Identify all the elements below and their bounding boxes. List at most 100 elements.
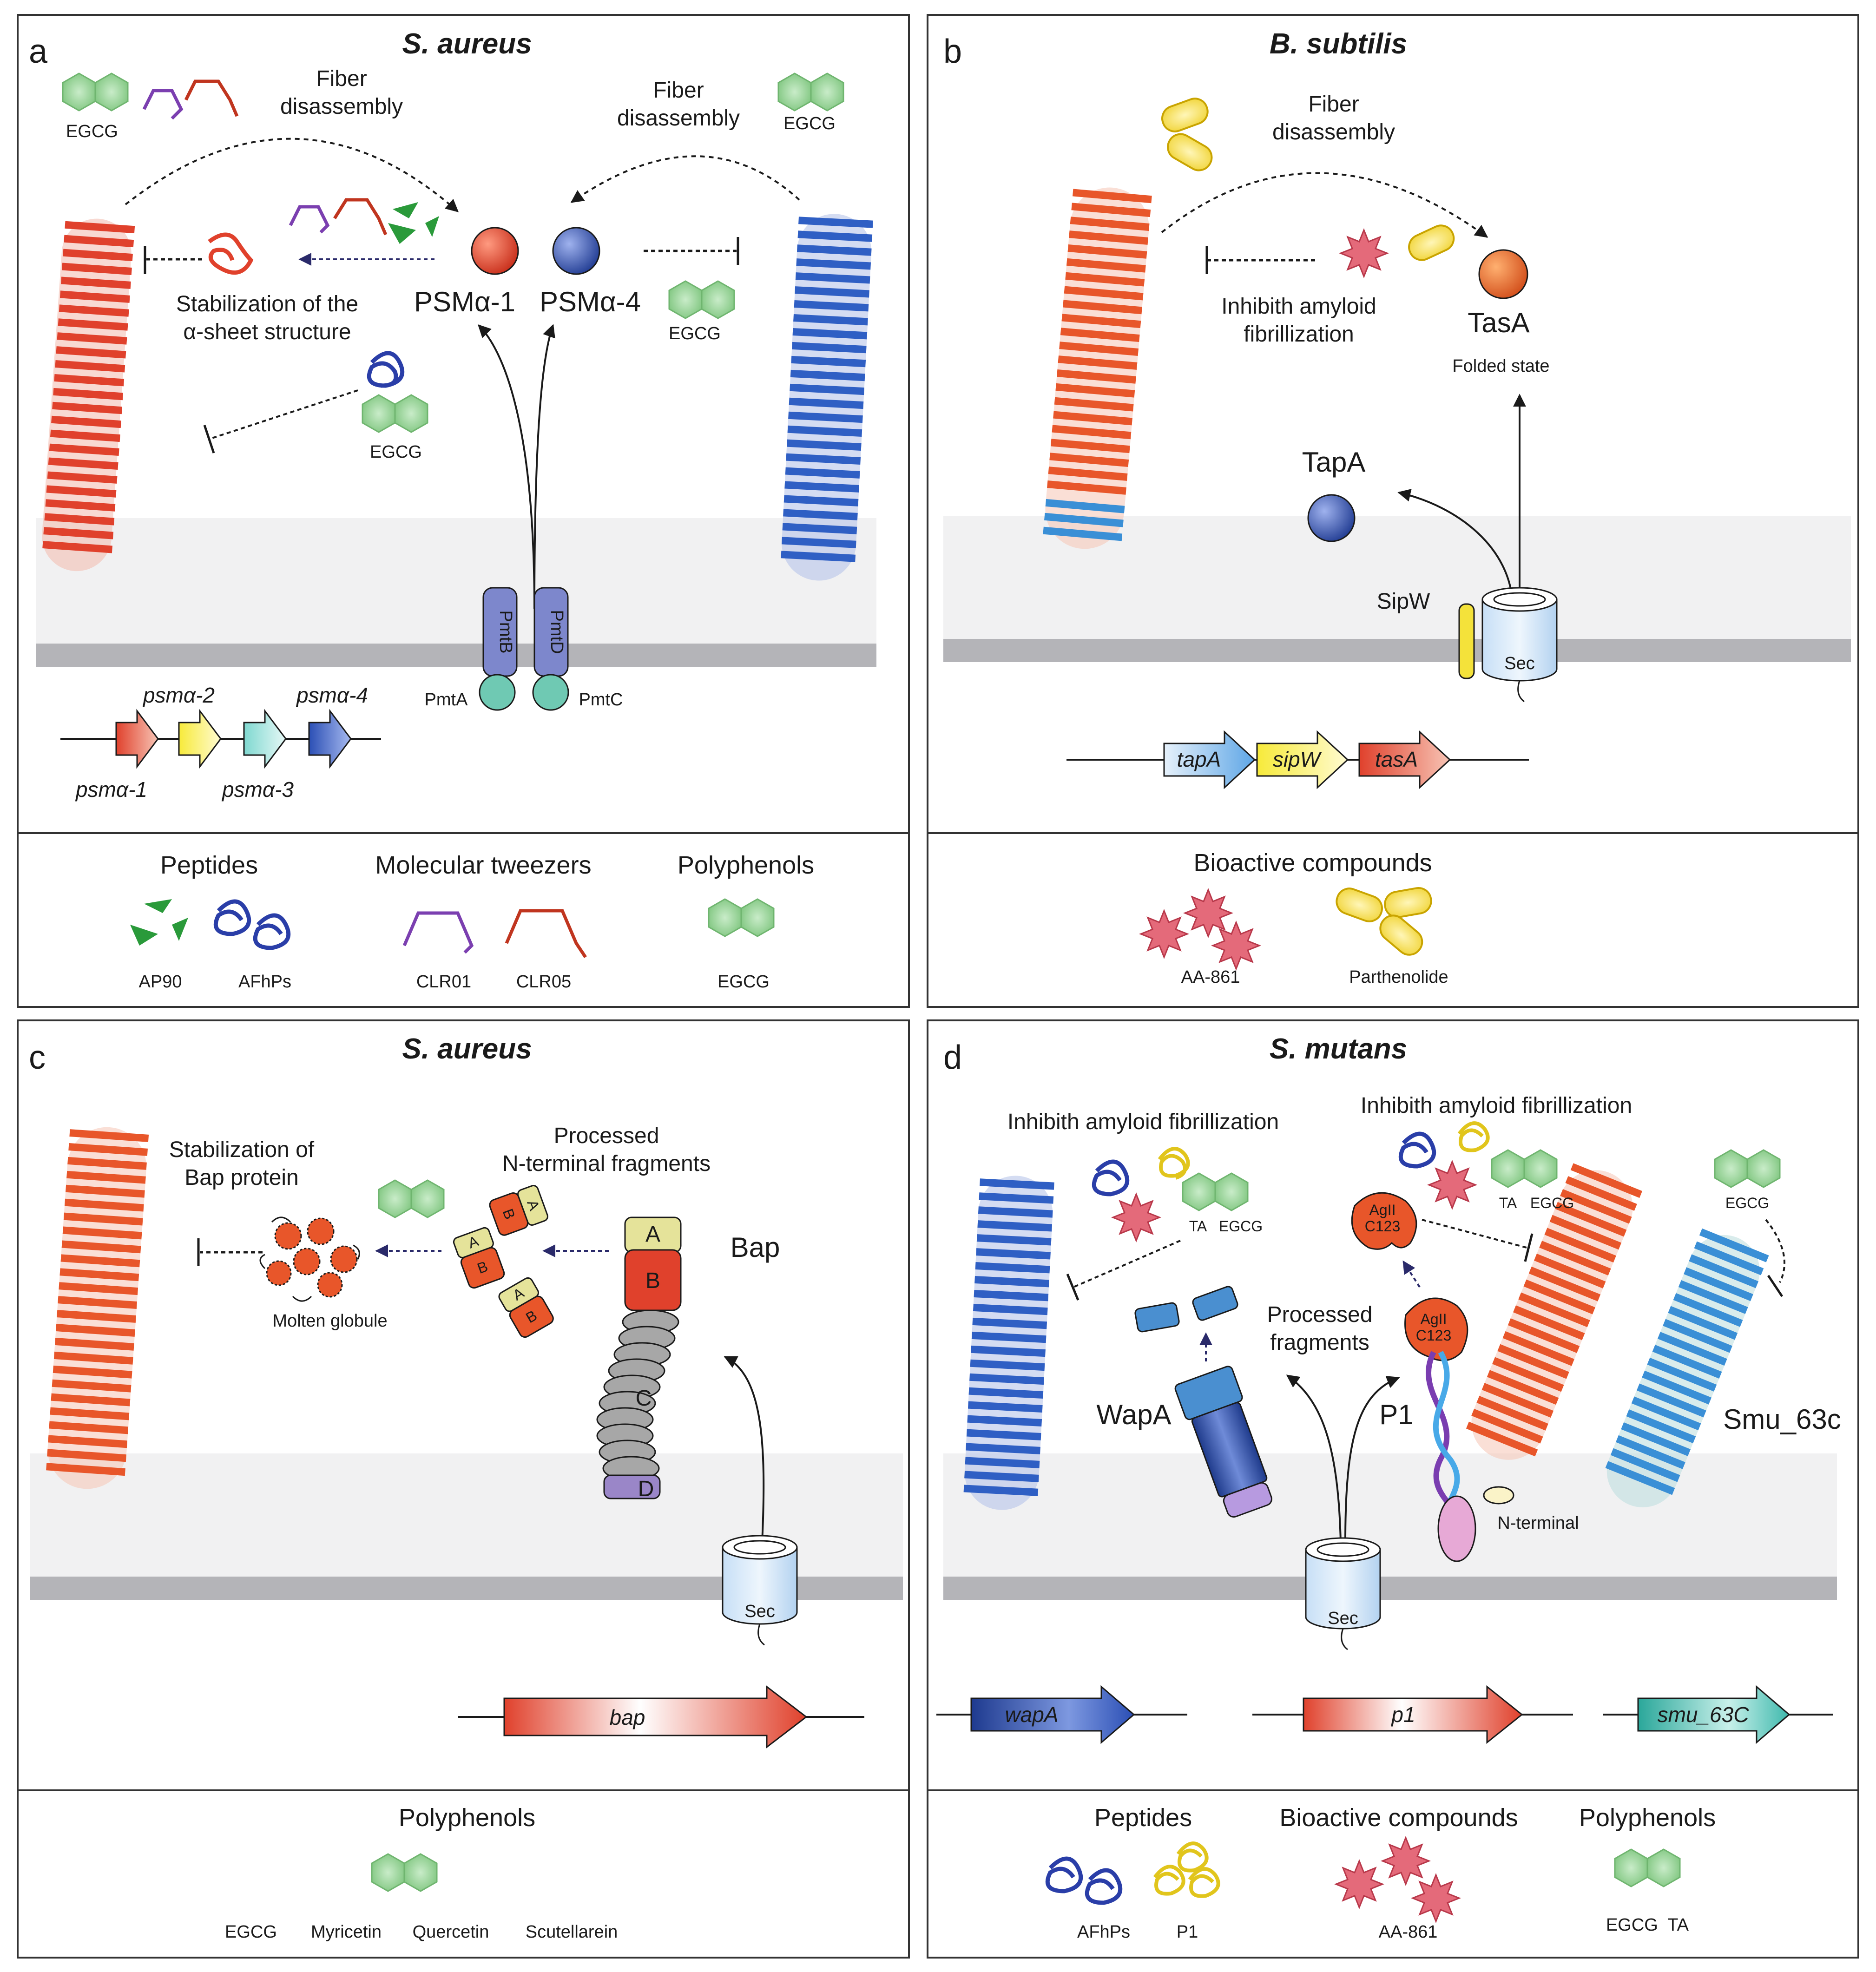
ap90-peptide-icon bbox=[388, 223, 416, 244]
legend-peptides-d: Peptides bbox=[1094, 1804, 1192, 1832]
aa861-icon bbox=[1111, 1192, 1162, 1243]
d-processed-1: Processed bbox=[1267, 1302, 1373, 1327]
b-secretion-arrow-tapA bbox=[1397, 489, 1514, 605]
p1-peptide-icon bbox=[1188, 1867, 1220, 1898]
egcg-icon bbox=[1182, 1172, 1249, 1211]
panel-b-title: B. subtilis bbox=[1270, 28, 1407, 60]
fiber-disassembly-right-1: Fiber bbox=[653, 78, 704, 103]
bap-amyloid-fiber bbox=[46, 1127, 149, 1489]
panel-b: b B. subtilis Fiber disassembly bbox=[943, 28, 1558, 987]
clr05-tweezer-icon bbox=[184, 79, 239, 117]
sec-translocon bbox=[1305, 1537, 1381, 1650]
egcg-icon bbox=[378, 1179, 445, 1218]
d-inhibit-right: Inhibith amyloid fibrillization bbox=[1361, 1093, 1632, 1118]
blue-amyloid-fiber bbox=[781, 214, 873, 581]
fiber-disassembly-right-2: disassembly bbox=[617, 106, 740, 131]
p1-gene bbox=[1303, 1685, 1523, 1744]
clr01-tweezer-icon bbox=[402, 911, 474, 954]
bap-gene-label: bap bbox=[610, 1705, 645, 1729]
agII-label-2a: AgII bbox=[1421, 1311, 1447, 1328]
afhp-peptide-icon bbox=[1398, 1131, 1436, 1169]
clr05-tweezer-icon bbox=[505, 909, 587, 958]
fiber-disassembly-left-2: disassembly bbox=[280, 94, 403, 119]
disassembly-arrow-left bbox=[125, 138, 459, 212]
c-stabilization-2: Bap protein bbox=[184, 1165, 299, 1190]
bap-gene bbox=[503, 1685, 808, 1749]
psm-alpha-1-gene bbox=[115, 709, 159, 769]
p1-gene-label: p1 bbox=[1390, 1702, 1415, 1727]
d-inhibition-bar-left bbox=[1066, 1274, 1080, 1301]
afhp-peptide-icon bbox=[1085, 1868, 1123, 1905]
bap-domain-c: C bbox=[636, 1386, 652, 1411]
bap-domain-a: A bbox=[645, 1222, 660, 1247]
aa861-icon bbox=[1334, 1859, 1385, 1910]
afhp-peptide-icon bbox=[1092, 1159, 1130, 1196]
b-sec-label: Sec bbox=[1504, 654, 1534, 673]
c-processed-1: Processed bbox=[554, 1124, 659, 1148]
parthenolide-icon bbox=[1336, 887, 1383, 922]
egcg-label-4: EGCG bbox=[370, 442, 422, 462]
d-ta-label-2: TA bbox=[1499, 1195, 1517, 1211]
p1-peptide-icon bbox=[1158, 1147, 1190, 1180]
b-disassembly-arrow bbox=[1161, 172, 1488, 238]
panel-b-letter: b bbox=[943, 33, 962, 70]
tasA-gene bbox=[1358, 730, 1451, 789]
d-egcg-label-1: EGCG bbox=[1219, 1218, 1263, 1235]
pmtD-label: PmtD bbox=[547, 610, 566, 654]
egcg-icon bbox=[362, 394, 428, 433]
legend-clr01-label: CLR01 bbox=[416, 972, 471, 992]
n-terminal-fragment: A B bbox=[489, 1185, 548, 1236]
psm-alpha-4-icon bbox=[552, 227, 600, 275]
b-inhibit-label-1: Inhibith amyloid bbox=[1221, 294, 1376, 319]
tasA-label: TasA bbox=[1468, 307, 1529, 338]
ap90-peptide-icon bbox=[172, 918, 188, 941]
b-fiber-disassembly-1: Fiber bbox=[1308, 92, 1359, 117]
p1-n-terminal-icon bbox=[1483, 1486, 1514, 1505]
psm-alpha-3-gene bbox=[243, 709, 287, 769]
smu63c-gene bbox=[1637, 1685, 1790, 1744]
panel-a: a S. aureus bbox=[29, 28, 873, 992]
egcg-label-1: EGCG bbox=[66, 122, 118, 141]
tasA-amyloid-fiber bbox=[1043, 187, 1152, 549]
c-stabilization-1: Stabilization of bbox=[169, 1137, 315, 1162]
fiber-disassembly-left-1: Fiber bbox=[316, 66, 367, 91]
tapA-protein-icon bbox=[1307, 494, 1356, 542]
stabilization-label-1: Stabilization of the bbox=[176, 292, 358, 316]
aa861-icon bbox=[1380, 1835, 1431, 1887]
agII-c123-fragment bbox=[1351, 1192, 1417, 1250]
c-processed-2: N-terminal fragments bbox=[502, 1151, 711, 1176]
agII-c123-domain bbox=[1404, 1297, 1468, 1361]
egcg-icon bbox=[708, 898, 775, 937]
psm-alpha-1-label: PSMα-1 bbox=[414, 286, 515, 317]
egcg-label-2: EGCG bbox=[783, 114, 836, 133]
panel-d-title: S. mutans bbox=[1270, 1033, 1407, 1065]
b-fiber-disassembly-2: disassembly bbox=[1272, 120, 1395, 145]
wapA-fragment bbox=[1192, 1286, 1238, 1321]
psm-alpha-1-icon bbox=[471, 227, 519, 275]
wapA-amyloid-fiber bbox=[963, 1176, 1054, 1510]
legend-peptides: Peptides bbox=[160, 851, 258, 879]
legend-aa861-d: AA-861 bbox=[1379, 1922, 1438, 1942]
aa861-icon bbox=[1410, 1873, 1461, 1924]
sipW-label: SipW bbox=[1377, 589, 1430, 614]
d-ta-label-1: TA bbox=[1189, 1218, 1207, 1235]
legend-molecular-tweezers: Molecular tweezers bbox=[375, 851, 591, 879]
wapA-gene-label: wapA bbox=[1005, 1702, 1058, 1727]
panel-c-title: S. aureus bbox=[402, 1033, 532, 1065]
d-sec-label: Sec bbox=[1328, 1609, 1358, 1628]
legend-polyphenols: Polyphenols bbox=[678, 851, 814, 879]
d-inhibition-bar-smu bbox=[1767, 1275, 1784, 1297]
legend-polyphenols-d: Polyphenols bbox=[1579, 1804, 1716, 1832]
legend-afhps-label: AFhPs bbox=[238, 972, 291, 992]
c-sec-label: Sec bbox=[744, 1602, 775, 1621]
smu63c-gene-label: smu_63C bbox=[1658, 1702, 1750, 1727]
n-terminal-fragment: A B bbox=[453, 1227, 505, 1289]
parthenolide-icon bbox=[1384, 887, 1432, 918]
agII-label-1a: AgII bbox=[1369, 1202, 1396, 1218]
parthenolide-icon bbox=[1408, 224, 1455, 261]
n-terminal-fragment: A B bbox=[498, 1277, 554, 1338]
p1-amyloid-fiber bbox=[1466, 1163, 1643, 1460]
d-egcg-label-3: EGCG bbox=[1725, 1195, 1769, 1211]
parthenolide-icon bbox=[1161, 98, 1209, 132]
ap90-peptide-icon bbox=[425, 216, 439, 237]
